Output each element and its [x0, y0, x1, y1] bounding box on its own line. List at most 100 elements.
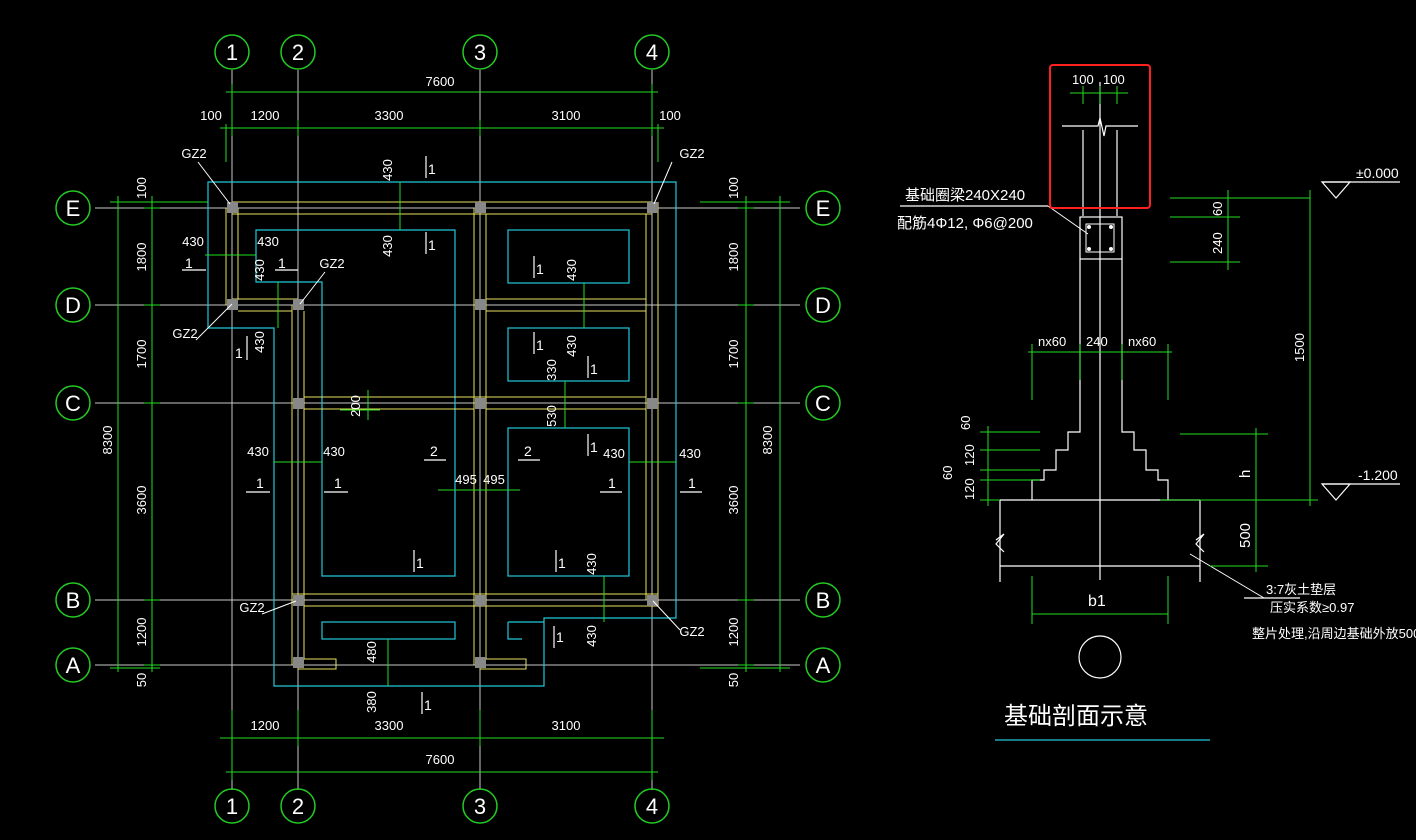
dim-430-left-b: 430	[257, 234, 279, 249]
cushion-note-2: 压实系数≥0.97	[1270, 600, 1354, 615]
gz2-label-b2: GZ2	[239, 600, 264, 615]
section-dim-1500: 1500	[1292, 333, 1307, 362]
dim-top-100-left: 100	[200, 108, 222, 123]
dim-495-right: 495	[483, 472, 505, 487]
section-left-dim-60a: 60	[958, 416, 973, 430]
section-mark-1m: 1	[688, 475, 696, 491]
section-mark-1q: 1	[424, 697, 432, 713]
dim-right-1200: 1200	[726, 618, 741, 647]
dim-480: 480	[364, 641, 379, 663]
dim-430-left-c: 430	[252, 259, 267, 281]
section-mark-1g: 1	[536, 337, 544, 353]
section-dim-100-left: 100	[1072, 72, 1094, 87]
dim-top-3300: 3300	[375, 108, 404, 123]
dim-200: 200	[348, 395, 363, 417]
dim-right-overall: 8300	[760, 426, 775, 455]
section-dim-100-right: 100	[1103, 72, 1125, 87]
section-mark-1h: 1	[590, 361, 598, 377]
dim-430-top-a: 430	[380, 159, 395, 181]
section-step-left: nx60	[1038, 334, 1066, 349]
section-mark-1p: 1	[556, 629, 564, 645]
axis-top-1: 1	[226, 40, 238, 65]
dim-bottom-3100: 3100	[552, 718, 581, 733]
axis-bottom-3: 3	[474, 794, 486, 819]
section-mark-1a: 1	[428, 161, 436, 177]
dim-330: 330	[544, 359, 559, 381]
section-mark-2b: 2	[524, 443, 532, 459]
dim-430-right-a: 430	[603, 446, 625, 461]
dim-430-top-b: 430	[380, 235, 395, 257]
gz2-label-e1: GZ2	[181, 146, 206, 161]
axis-left-e: E	[66, 196, 81, 221]
section-dim-240-vert: 240	[1210, 232, 1225, 254]
level-markers	[900, 181, 1400, 599]
axis-right-c: C	[815, 391, 831, 416]
foundation-plan: 1 2 3 4 1 2 3 4 E D C B A E D C B A 7600…	[55, 34, 1265, 824]
section-mark-1e: 1	[235, 345, 243, 361]
grid-lines	[95, 70, 800, 790]
axis-right-d: D	[815, 293, 831, 318]
section-dim-h: h	[1237, 470, 1254, 478]
dim-top-100-right: 100	[659, 108, 681, 123]
dim-left-3600: 3600	[134, 486, 149, 515]
section-dimension-lines	[980, 86, 1318, 624]
section-mark-1o: 1	[558, 555, 566, 571]
columns	[227, 202, 658, 668]
dim-530: 530	[544, 405, 559, 427]
dim-left-1700: 1700	[134, 340, 149, 369]
axis-bottom-1: 1	[226, 794, 238, 819]
dimension-lines	[110, 84, 790, 780]
section-texts: 100 100 基础圈梁240X240 配筋4Φ12, Φ6@200 ±0.00…	[897, 72, 1416, 730]
section-mark-2a: 2	[430, 443, 438, 459]
axis-right-e: E	[816, 196, 831, 221]
dim-495-left: 495	[455, 472, 477, 487]
dim-430-left-a: 430	[182, 234, 204, 249]
dim-right-1800: 1800	[726, 243, 741, 272]
axis-top-2: 2	[292, 40, 304, 65]
dim-right-3600: 3600	[726, 486, 741, 515]
section-mark-1c: 1	[185, 255, 193, 271]
section-mark-1d: 1	[278, 255, 286, 271]
gz2-label-d2: GZ2	[319, 256, 344, 271]
section-step-mid: 240	[1086, 334, 1108, 349]
gz2-label-d1: GZ2	[172, 326, 197, 341]
axis-left-d: D	[65, 293, 81, 318]
section-mark-1j: 1	[256, 475, 264, 491]
section-left-dim-60b: 60	[940, 466, 955, 480]
dim-bottom-overall: 7600	[426, 752, 455, 767]
dim-430-c3-c: 430	[584, 553, 599, 575]
section-mark-1n: 1	[416, 555, 424, 571]
section-step-right: nx60	[1128, 334, 1156, 349]
dim-430-c3-a: 430	[564, 259, 579, 281]
dim-top-3100: 3100	[552, 108, 581, 123]
beam-rebar: 配筋4Φ12, Φ6@200	[897, 215, 1033, 232]
axis-left-a: A	[66, 653, 81, 678]
gz2-label-b4: GZ2	[679, 624, 704, 639]
highlight-box	[1049, 64, 1151, 209]
dim-430-mid-b: 430	[323, 444, 345, 459]
cushion-note-3: 整片处理,沿周边基础外放500	[1252, 626, 1416, 641]
section-mark-1b: 1	[428, 237, 436, 253]
rebar-dots	[1087, 225, 1113, 251]
foundation-outline	[207, 181, 677, 687]
leader-lines	[195, 161, 1265, 631]
ring-beam	[225, 201, 659, 670]
section-dim-60-top: 60	[1210, 202, 1225, 216]
dim-right-100: 100	[726, 177, 741, 199]
axis-bottom-4: 4	[646, 794, 658, 819]
gz2-label-e4: GZ2	[679, 146, 704, 161]
axis-bottom-2: 2	[292, 794, 304, 819]
dim-430-left-d: 430	[252, 331, 267, 353]
dim-430-mid-a: 430	[247, 444, 269, 459]
dim-left-1800: 1800	[134, 243, 149, 272]
plan-dimension-texts: 7600 100 1200 3300 3100 100 1200 3300 31…	[100, 74, 775, 767]
section-outline	[995, 82, 1205, 679]
section-ticks	[182, 156, 702, 714]
dim-right-50: 50	[726, 673, 741, 687]
cushion-note-1: 3:7灰土垫层	[1266, 582, 1336, 597]
dim-bottom-3300: 3300	[375, 718, 404, 733]
section-mark-1l: 1	[608, 475, 616, 491]
section-left-dim-120a: 120	[962, 444, 977, 466]
dim-left-1200: 1200	[134, 618, 149, 647]
